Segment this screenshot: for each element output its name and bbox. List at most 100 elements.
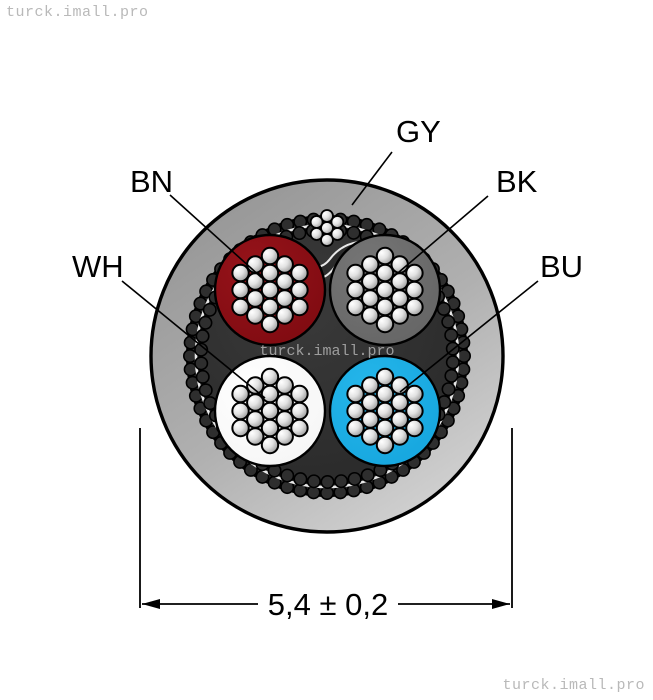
strand: [405, 280, 424, 300]
braid-bead: [346, 225, 361, 240]
drain-strand: [309, 215, 324, 229]
strand: [275, 289, 294, 308]
braid-bead: [444, 328, 459, 343]
strand: [231, 263, 250, 283]
conductor-bu: [328, 354, 442, 468]
braid-bead: [198, 383, 213, 398]
strand: [246, 376, 265, 395]
strand: [390, 289, 409, 308]
braid-bead: [202, 302, 217, 317]
strand: [290, 401, 309, 421]
strand: [231, 280, 250, 300]
strand: [405, 401, 424, 421]
strand: [260, 418, 280, 438]
strand: [260, 314, 280, 334]
label-gy: GY: [396, 114, 441, 149]
dimension-group: 5,4 ± 0,2: [139, 428, 513, 622]
braid-bead: [198, 315, 213, 330]
strand: [290, 280, 309, 300]
braid-bead: [347, 471, 362, 486]
drain-strand: [320, 209, 334, 223]
strand: [375, 280, 395, 300]
strand: [361, 393, 380, 412]
conductor-wh-strands: [231, 367, 309, 455]
strand: [346, 297, 365, 317]
braid-bead: [195, 369, 210, 384]
strand: [275, 255, 294, 274]
braid-bead: [183, 348, 198, 363]
strand: [246, 427, 265, 446]
strand: [260, 263, 280, 283]
strand: [390, 427, 409, 446]
label-wh: WH: [72, 249, 124, 284]
strand: [361, 272, 380, 291]
strand: [231, 418, 250, 438]
strand: [375, 367, 395, 387]
strand: [260, 280, 280, 300]
braid-bead: [293, 472, 308, 487]
strand: [290, 384, 309, 404]
label-bk: BK: [496, 164, 538, 199]
strand: [260, 384, 280, 404]
leader-bk: [391, 195, 489, 279]
strand: [361, 289, 380, 308]
strand: [275, 393, 294, 412]
drain-strand: [320, 233, 334, 247]
strand: [246, 289, 265, 308]
conductor-bn: [213, 233, 327, 347]
leader-bn: [169, 194, 263, 279]
conductor-bk: [328, 233, 442, 347]
strand: [260, 401, 280, 421]
strand: [375, 384, 395, 404]
cable-body: [149, 178, 505, 534]
strand: [231, 384, 250, 404]
drain-strand: [330, 215, 345, 229]
strand: [290, 418, 309, 438]
strand: [290, 263, 309, 283]
watermark-bottom-right: turck.imall.pro: [502, 677, 645, 694]
braid-bead: [360, 468, 375, 483]
conductor-wh: [213, 354, 327, 468]
braid-bead: [441, 314, 456, 329]
strand: [346, 263, 365, 283]
conductor-bn-strands: [231, 246, 309, 334]
conductor-bk-strands: [346, 246, 424, 334]
strand: [375, 435, 395, 455]
strand: [231, 297, 250, 317]
strand: [346, 280, 365, 300]
strand: [375, 263, 395, 283]
braid-bead: [444, 368, 459, 383]
watermark-center: turck.imall.pro: [259, 343, 394, 360]
strand: [361, 410, 380, 429]
drain-strand: [309, 227, 324, 241]
strand: [260, 246, 280, 266]
braid-bead: [436, 301, 451, 316]
dimension-arrow-left: [142, 599, 160, 609]
strand: [390, 306, 409, 325]
strand: [275, 410, 294, 429]
strand: [361, 255, 380, 274]
strand: [405, 263, 424, 283]
strand: [246, 410, 265, 429]
braid-bead: [194, 356, 209, 371]
strand: [231, 401, 250, 421]
strand: [361, 376, 380, 395]
drain-strand: [330, 227, 345, 241]
strand: [390, 393, 409, 412]
dimension-label: 5,4 ± 0,2: [268, 587, 388, 622]
braid-bead: [194, 342, 209, 357]
strand: [375, 418, 395, 438]
drain-wire: [309, 209, 345, 247]
strand: [290, 297, 309, 317]
strand: [346, 384, 365, 404]
callouts: GY BN BK WH BU: [72, 114, 583, 399]
strand: [390, 410, 409, 429]
braid-bead: [445, 355, 460, 370]
strand: [260, 297, 280, 317]
braid-bead: [280, 468, 295, 483]
strand: [361, 306, 380, 325]
label-bn: BN: [130, 164, 173, 199]
braid-bead: [306, 474, 321, 489]
